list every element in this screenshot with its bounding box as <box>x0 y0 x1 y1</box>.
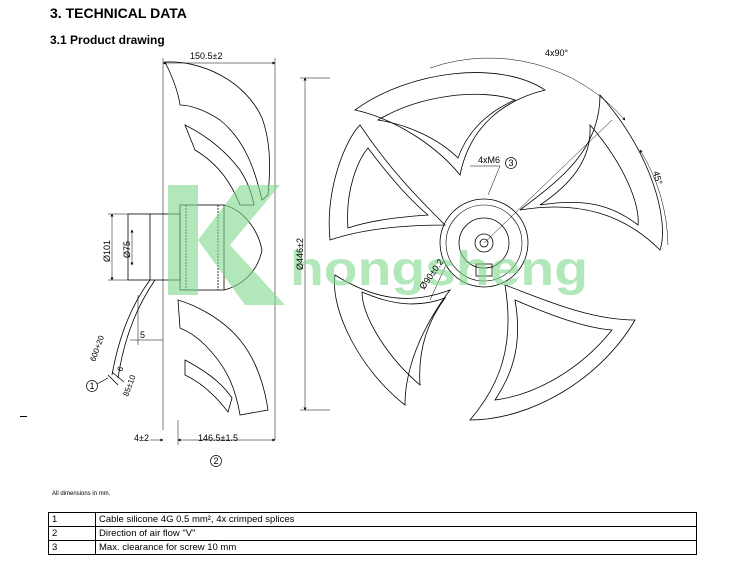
side-blade-top <box>164 61 271 201</box>
fan-blade-3 <box>469 284 636 421</box>
front-view <box>328 72 663 421</box>
dim-angle-holes: 4x90° <box>545 48 569 58</box>
table-row: 2 Direction of air flow "V" <box>48 526 697 541</box>
hub-outer <box>439 198 529 288</box>
side-blade-lower <box>184 359 233 413</box>
subsection-title: 3.1 Product drawing <box>50 33 165 47</box>
dim-strip-sheath: 85±10 <box>121 373 137 397</box>
dim-cable-length: 600+20 <box>88 334 106 363</box>
hub-mid <box>458 217 510 269</box>
fan-blade-4 <box>334 274 452 406</box>
callout-3: 3 <box>508 158 513 168</box>
dim-strip-length: 6 <box>115 365 125 373</box>
watermark-logo <box>168 185 285 305</box>
table-row: 1 Cable silicone 4G 0.5 mm², 4x crimped … <box>48 512 697 527</box>
hub-center <box>474 233 494 253</box>
fan-blade-5 <box>328 124 446 241</box>
margin-mark <box>20 416 27 417</box>
dim-body-length: 146.5±1.5 <box>198 433 238 443</box>
legend-table: 1 Cable silicone 4G 0.5 mm², 4x crimped … <box>48 512 697 555</box>
cable <box>111 279 151 376</box>
table-row: 3 Max. clearance for screw 10 mm <box>48 540 697 555</box>
side-blade-bottom <box>177 299 269 416</box>
callout-2: 2 <box>213 456 218 466</box>
dim-angle-offset: 45° <box>651 170 664 186</box>
dim-overall-length: 150.5±2 <box>190 51 222 61</box>
callout-1: 1 <box>89 381 94 391</box>
legend-num: 3 <box>48 540 96 555</box>
dim-thread: 4xM6 <box>478 155 500 165</box>
legend-num: 2 <box>48 526 96 541</box>
watermark-text: hongsheng <box>290 243 588 296</box>
dim-clearance: 5 <box>140 330 145 340</box>
dim-offset-front: 4±2 <box>134 433 149 443</box>
dim-fan-diameter: Ø446±2 <box>295 238 305 270</box>
fan-blade-2 <box>519 93 663 251</box>
fan-blade-1 <box>354 72 546 176</box>
section-title: 3. TECHNICAL DATA <box>50 5 187 21</box>
dim-motor-inner: Ø75 <box>122 241 132 258</box>
legend-text: Max. clearance for screw 10 mm <box>95 540 697 555</box>
dim-motor-outer: Ø101 <box>102 240 112 262</box>
dimensions-note: All dimensions in mm. <box>52 491 111 497</box>
legend-text: Cable silicone 4G 0.5 mm², 4x crimped sp… <box>95 512 697 527</box>
legend-text: Direction of air flow "V" <box>95 526 697 541</box>
product-drawing: hongsheng 150.5±2 146.5±1.5 4±2 5 4x90° … <box>86 48 669 467</box>
legend-num: 1 <box>48 512 96 527</box>
